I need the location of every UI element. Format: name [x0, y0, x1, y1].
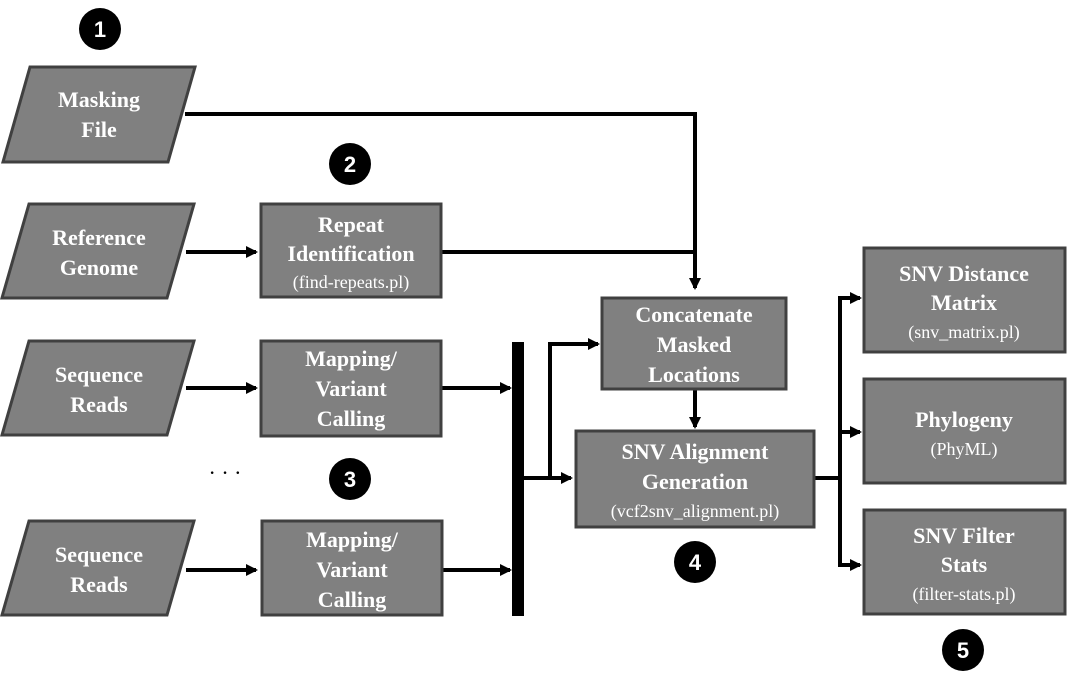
merge-bar	[512, 342, 524, 616]
step-snv-distance-matrix: SNV Distance Matrix (snv_matrix.pl)	[862, 246, 1067, 354]
ellipsis-more-inputs: · · ·	[209, 460, 242, 485]
step-label-line: Variant	[315, 376, 387, 401]
step-badge-2: 2	[329, 143, 371, 185]
step-phylogeny: Phylogeny (PhyML)	[862, 377, 1067, 485]
input-sequence-reads-2: Sequence Reads	[0, 519, 196, 617]
step-repeat-identification: Repeat Identification (find-repeats.pl)	[259, 202, 443, 299]
step-script-label: (find-repeats.pl)	[293, 272, 409, 293]
input-label-line: Masking	[58, 87, 140, 112]
badge-number: 5	[957, 638, 969, 663]
input-label-line: Sequence	[55, 362, 143, 387]
step-label-line: Mapping/	[306, 527, 399, 552]
step-badge-3: 3	[329, 458, 371, 500]
step-concatenate-masked-locations: Concatenate Masked Locations	[600, 296, 788, 391]
step-label-line: Generation	[642, 469, 748, 494]
input-label-line: Reads	[70, 392, 128, 417]
step-label-line: Locations	[648, 362, 740, 387]
step-script-label: (PhyML)	[931, 439, 998, 460]
step-label-line: SNV Alignment	[622, 439, 770, 464]
step-label-line: SNV Distance	[899, 261, 1029, 286]
input-masking-file: Masking File	[1, 65, 197, 164]
input-label-line: File	[81, 117, 117, 142]
input-label-line: Sequence	[55, 542, 143, 567]
step-label-line: Calling	[318, 587, 386, 612]
step-label-line: Masked	[657, 332, 732, 357]
step-snv-alignment-generation: SNV Alignment Generation (vcf2snv_alignm…	[574, 429, 816, 529]
input-label-line: Reference	[52, 225, 146, 250]
badge-number: 1	[94, 17, 106, 42]
step-badge-5: 5	[942, 629, 984, 671]
step-label-line: Phylogeny	[915, 407, 1013, 432]
step-snv-filter-stats: SNV Filter Stats (filter-stats.pl)	[862, 508, 1067, 616]
step-label-line: Variant	[316, 557, 388, 582]
step-mapping-variant-calling-2: Mapping/ Variant Calling	[260, 519, 444, 617]
step-script-label: (vcf2snv_alignment.pl)	[611, 501, 779, 522]
badge-number: 3	[344, 467, 356, 492]
step-mapping-variant-calling-1: Mapping/ Variant Calling	[259, 339, 443, 438]
step-badge-4: 4	[674, 541, 716, 583]
step-badge-1: 1	[79, 8, 121, 50]
step-label-line: Mapping/	[305, 346, 398, 371]
step-label-line: Identification	[287, 241, 414, 266]
step-script-label: (filter-stats.pl)	[912, 584, 1015, 605]
badge-number: 4	[689, 550, 702, 575]
step-label-line: Matrix	[931, 290, 997, 315]
badge-number: 2	[344, 152, 356, 177]
arrow-masking-to-concatenate	[185, 112, 701, 290]
step-label-line: Concatenate	[635, 302, 753, 327]
input-reference-genome: Reference Genome	[0, 202, 196, 300]
step-label-line: Calling	[317, 406, 385, 431]
step-label-line: Stats	[941, 552, 988, 577]
step-script-label: (snv_matrix.pl)	[908, 322, 1019, 343]
step-label-line: Repeat	[318, 212, 385, 237]
input-label-line: Genome	[60, 255, 138, 280]
step-label-line: SNV Filter	[913, 523, 1015, 548]
input-sequence-reads-1: Sequence Reads	[0, 339, 196, 437]
input-label-line: Reads	[70, 572, 128, 597]
